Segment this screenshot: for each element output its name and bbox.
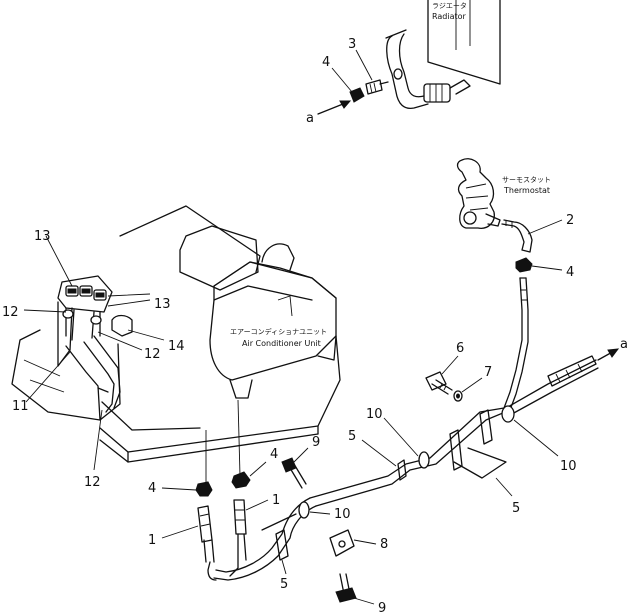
callout-4-left: 4 bbox=[148, 481, 156, 496]
leader-4-mid bbox=[249, 461, 267, 477]
leader-12-mid bbox=[97, 331, 143, 351]
callout-4-right: 4 bbox=[566, 265, 574, 280]
hose-part-1-left bbox=[197, 505, 213, 543]
leader-13-right bbox=[107, 293, 151, 307]
callout-12-bottom: 12 bbox=[84, 475, 101, 490]
plate-part-8 bbox=[329, 529, 355, 557]
leader-3 bbox=[355, 49, 373, 81]
callout-9-mid: 9 bbox=[312, 435, 320, 450]
leader-5-right bbox=[495, 477, 513, 497]
callout-5-upper: 5 bbox=[348, 429, 356, 444]
bolt-part-9-bottom bbox=[335, 573, 357, 603]
callout-3: 3 bbox=[348, 37, 356, 52]
ac-unit-caption-en: Air Conditioner Unit bbox=[242, 339, 321, 348]
leader-1-left bbox=[161, 525, 199, 539]
arrow-ref-top bbox=[317, 100, 352, 115]
callout-11: 11 bbox=[12, 399, 29, 414]
drain-line-mid bbox=[237, 399, 241, 477]
leader-6 bbox=[441, 355, 459, 375]
washer-part-7 bbox=[453, 390, 463, 402]
callout-12-left: 12 bbox=[2, 305, 19, 320]
callout-13-top: 13 bbox=[34, 229, 51, 244]
thermostat bbox=[456, 158, 501, 229]
tube-end-right bbox=[547, 355, 597, 387]
callout-1-mid: 1 bbox=[272, 493, 280, 508]
leader-2 bbox=[527, 219, 563, 235]
bolt-part-6 bbox=[425, 371, 453, 395]
hose-part-1-mid bbox=[229, 499, 247, 577]
thermostat-caption-en: Thermostat bbox=[503, 186, 550, 195]
bracket-part-5-lower bbox=[261, 513, 297, 561]
callout-5-lower: 5 bbox=[280, 577, 288, 592]
callout-4-top: 4 bbox=[322, 55, 330, 70]
nut-part-4-top bbox=[349, 87, 365, 103]
leader-9-bottom bbox=[353, 597, 375, 605]
connector-part-3-top bbox=[365, 79, 389, 95]
callout-14: 14 bbox=[168, 339, 185, 354]
callout-5-right: 5 bbox=[512, 501, 520, 516]
leader-5-lower bbox=[281, 559, 287, 575]
callout-8: 8 bbox=[380, 537, 388, 552]
radiator-caption-en: Radiator bbox=[432, 12, 467, 21]
clamp-part-10-lower bbox=[298, 501, 310, 519]
elbow-part-2 bbox=[501, 219, 533, 253]
leader-4-right bbox=[531, 265, 563, 271]
callout-9-bottom: 9 bbox=[378, 601, 386, 614]
callout-13-right: 13 bbox=[154, 297, 171, 312]
air-conditioner-unit bbox=[99, 205, 341, 463]
ac-unit-caption-jp: エアーコンディショナユニット bbox=[230, 327, 327, 336]
nut-part-4-left bbox=[195, 481, 213, 497]
radiator-caption-jp: ラジエータ bbox=[432, 1, 467, 10]
leader-10-right bbox=[513, 419, 559, 457]
callout-10-lower: 10 bbox=[334, 507, 351, 522]
leader-4-top bbox=[331, 67, 353, 93]
heater-assembly bbox=[11, 275, 133, 421]
callout-2: 2 bbox=[566, 213, 574, 228]
callout-6: 6 bbox=[456, 341, 464, 356]
leader-12-left bbox=[23, 309, 67, 313]
radiator bbox=[385, 0, 501, 110]
callout-7: 7 bbox=[484, 365, 492, 380]
callout-1-left: 1 bbox=[148, 533, 156, 548]
leader-5-upper bbox=[361, 439, 397, 467]
bracket-part-5-upper bbox=[397, 459, 407, 481]
callout-10-right: 10 bbox=[560, 459, 577, 474]
thermostat-caption-jp: サーモスタット bbox=[502, 175, 551, 184]
arrow-ref-top-label: a bbox=[306, 111, 314, 126]
arrow-ref-right-label: a bbox=[620, 337, 628, 352]
callout-10-upper: 10 bbox=[366, 407, 383, 422]
leader-12-bottom bbox=[93, 409, 103, 471]
leader-8 bbox=[353, 539, 377, 545]
leader-9-mid bbox=[293, 447, 309, 463]
arrow-ref-right bbox=[597, 348, 620, 361]
leader-4-left bbox=[161, 487, 197, 491]
clamp-part-10-right bbox=[501, 405, 515, 423]
leader-7 bbox=[461, 377, 483, 393]
clamp-part-10-upper bbox=[418, 451, 430, 469]
bolt-part-9-mid bbox=[281, 457, 307, 489]
leader-1-mid bbox=[245, 499, 269, 511]
callout-4-mid: 4 bbox=[270, 447, 278, 462]
nut-part-4-mid bbox=[231, 471, 251, 489]
callout-12-mid: 12 bbox=[144, 347, 161, 362]
main-pipe bbox=[203, 277, 599, 581]
leader-10-lower bbox=[309, 511, 331, 515]
nut-part-4-right bbox=[515, 257, 533, 273]
leader-11 bbox=[25, 351, 71, 403]
leader-10-upper bbox=[383, 417, 419, 457]
leader-14 bbox=[127, 329, 165, 341]
leader-13-top bbox=[45, 235, 73, 287]
bracket-part-5-mid bbox=[449, 409, 507, 479]
